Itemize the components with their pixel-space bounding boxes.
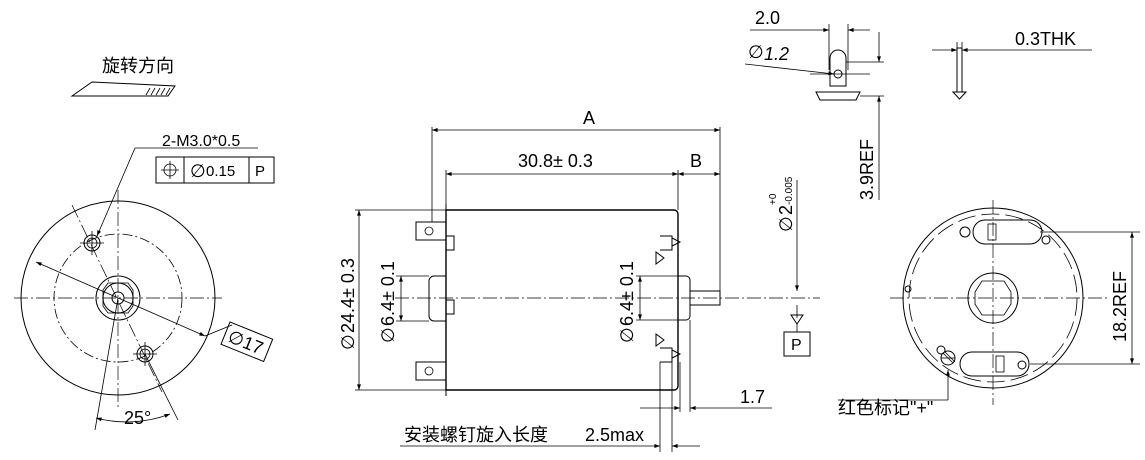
front-feature-top <box>655 235 682 265</box>
angle-arc <box>95 413 171 423</box>
terminal-base <box>815 91 861 101</box>
terminal-top <box>415 221 455 251</box>
dim-a-label: A <box>583 108 595 128</box>
front-view: 旋转方向 2-M3.0*0.5 <box>14 56 275 431</box>
thickness-detail-view: 0.3THK <box>932 29 1092 100</box>
gdt-diameter-symbol: ∅ <box>190 161 206 181</box>
rear-vent-hole-5 <box>904 285 912 293</box>
terminal-slot-top-tab <box>987 223 997 241</box>
gdt-feature-control-frame: ∅ 0.15 P <box>155 156 275 184</box>
datum-triangle <box>790 314 804 325</box>
datum-p-label: P <box>791 337 802 354</box>
terminal-thickness-tip <box>951 91 968 100</box>
rotation-direction-symbol <box>70 81 176 97</box>
thread-leader <box>96 147 136 237</box>
rear-vent-hole-2 <box>1041 235 1051 245</box>
mounting-hole-top <box>80 231 104 255</box>
motor-body <box>445 209 679 391</box>
dim-6-4-left-diameter-symbol: ∅ <box>378 327 398 343</box>
dia-1-2-leader <box>744 63 835 76</box>
rear-boss-hex <box>974 280 1012 316</box>
shaft-tol-upper: +0 <box>768 193 779 205</box>
angle-25-label: 25° <box>124 408 151 428</box>
dim-30-8-label: 30.8± 0.3 <box>518 151 593 171</box>
shaft-dia-value: 2 <box>776 205 796 215</box>
rear-knurl-ring <box>908 213 1078 383</box>
svg-text:∅: ∅ <box>225 326 247 350</box>
terminal-thickness-profile <box>956 47 963 93</box>
thread-callout-label: 2-M3.0*0.5 <box>162 133 240 150</box>
gdt-datum-ref: P <box>255 163 265 180</box>
thk-label: 0.3THK <box>1015 29 1076 49</box>
dim-24-4-label: 24.4± 0.3 <box>338 258 358 333</box>
motor-outer-circle <box>20 200 216 396</box>
terminal-slot-top <box>972 219 1043 245</box>
rear-vent-hole-3 <box>936 345 946 355</box>
terminal-bottom <box>415 299 455 381</box>
dim-6-4-right-diameter-symbol: ∅ <box>617 327 637 343</box>
rear-boss <box>428 275 446 322</box>
rear-outer-circle <box>902 207 1084 389</box>
dim-6-4-right-label: 6.4± 0.1 <box>617 261 637 326</box>
terminal-slot-bottom-tab <box>995 355 1005 373</box>
angle-ref-line <box>94 297 119 431</box>
front-feature-bottom <box>655 333 682 363</box>
gdt-tolerance-value: 0.15 <box>206 163 235 180</box>
dim-b-label: B <box>690 151 702 171</box>
rotation-direction-label: 旋转方向 <box>102 56 174 76</box>
rear-vent-hole-4 <box>1017 360 1027 370</box>
screw-depth-label: 安装螺钉旋入长度 <box>404 425 548 445</box>
dim-6-4-left-label: 6.4± 0.1 <box>378 261 398 326</box>
dim-2-0-label: 2.0 <box>755 8 780 28</box>
dia-1-2-diameter-symbol: ∅ <box>748 42 764 62</box>
side-view: A 30.8± 0.3 B ∅ 24.4± 0.3 ∅ 6.4± 0.1 ∅ 6… <box>338 108 820 452</box>
red-marker-label: 红色标记"+" <box>838 398 933 418</box>
dia17-box: ∅ 17 <box>220 321 274 363</box>
dim-3-9-ref-label: 3.9REF <box>857 139 877 200</box>
terminal-tab <box>829 49 847 87</box>
screw-depth-value: 2.5max <box>585 425 644 445</box>
angle-hole-line <box>144 353 179 421</box>
dim-24-4-diameter-symbol: ∅ <box>338 334 358 350</box>
dia-1-2-label: 1.2 <box>764 44 789 64</box>
dim-1-7-label: 1.7 <box>740 387 765 407</box>
terminal-slot-bottom <box>959 351 1030 377</box>
rear-view: 红色标记"+" 18.2REF <box>838 200 1140 418</box>
rear-vent-hole-1 <box>959 226 971 238</box>
dia17-dimension-line <box>35 261 206 337</box>
mounting-hole-axis <box>71 204 163 393</box>
shaft-tol-lower: -0.005 <box>784 176 795 205</box>
shaft-diameter-symbol: ∅ <box>776 216 796 232</box>
datum-p-box <box>783 331 811 357</box>
rear-bearing-boss <box>967 272 1019 324</box>
dim-18-2-ref-label: 18.2REF <box>1110 271 1130 342</box>
terminal-detail-view: 2.0 ∅ 1.2 3.9REF <box>744 8 884 200</box>
dia17-leader <box>204 324 233 337</box>
